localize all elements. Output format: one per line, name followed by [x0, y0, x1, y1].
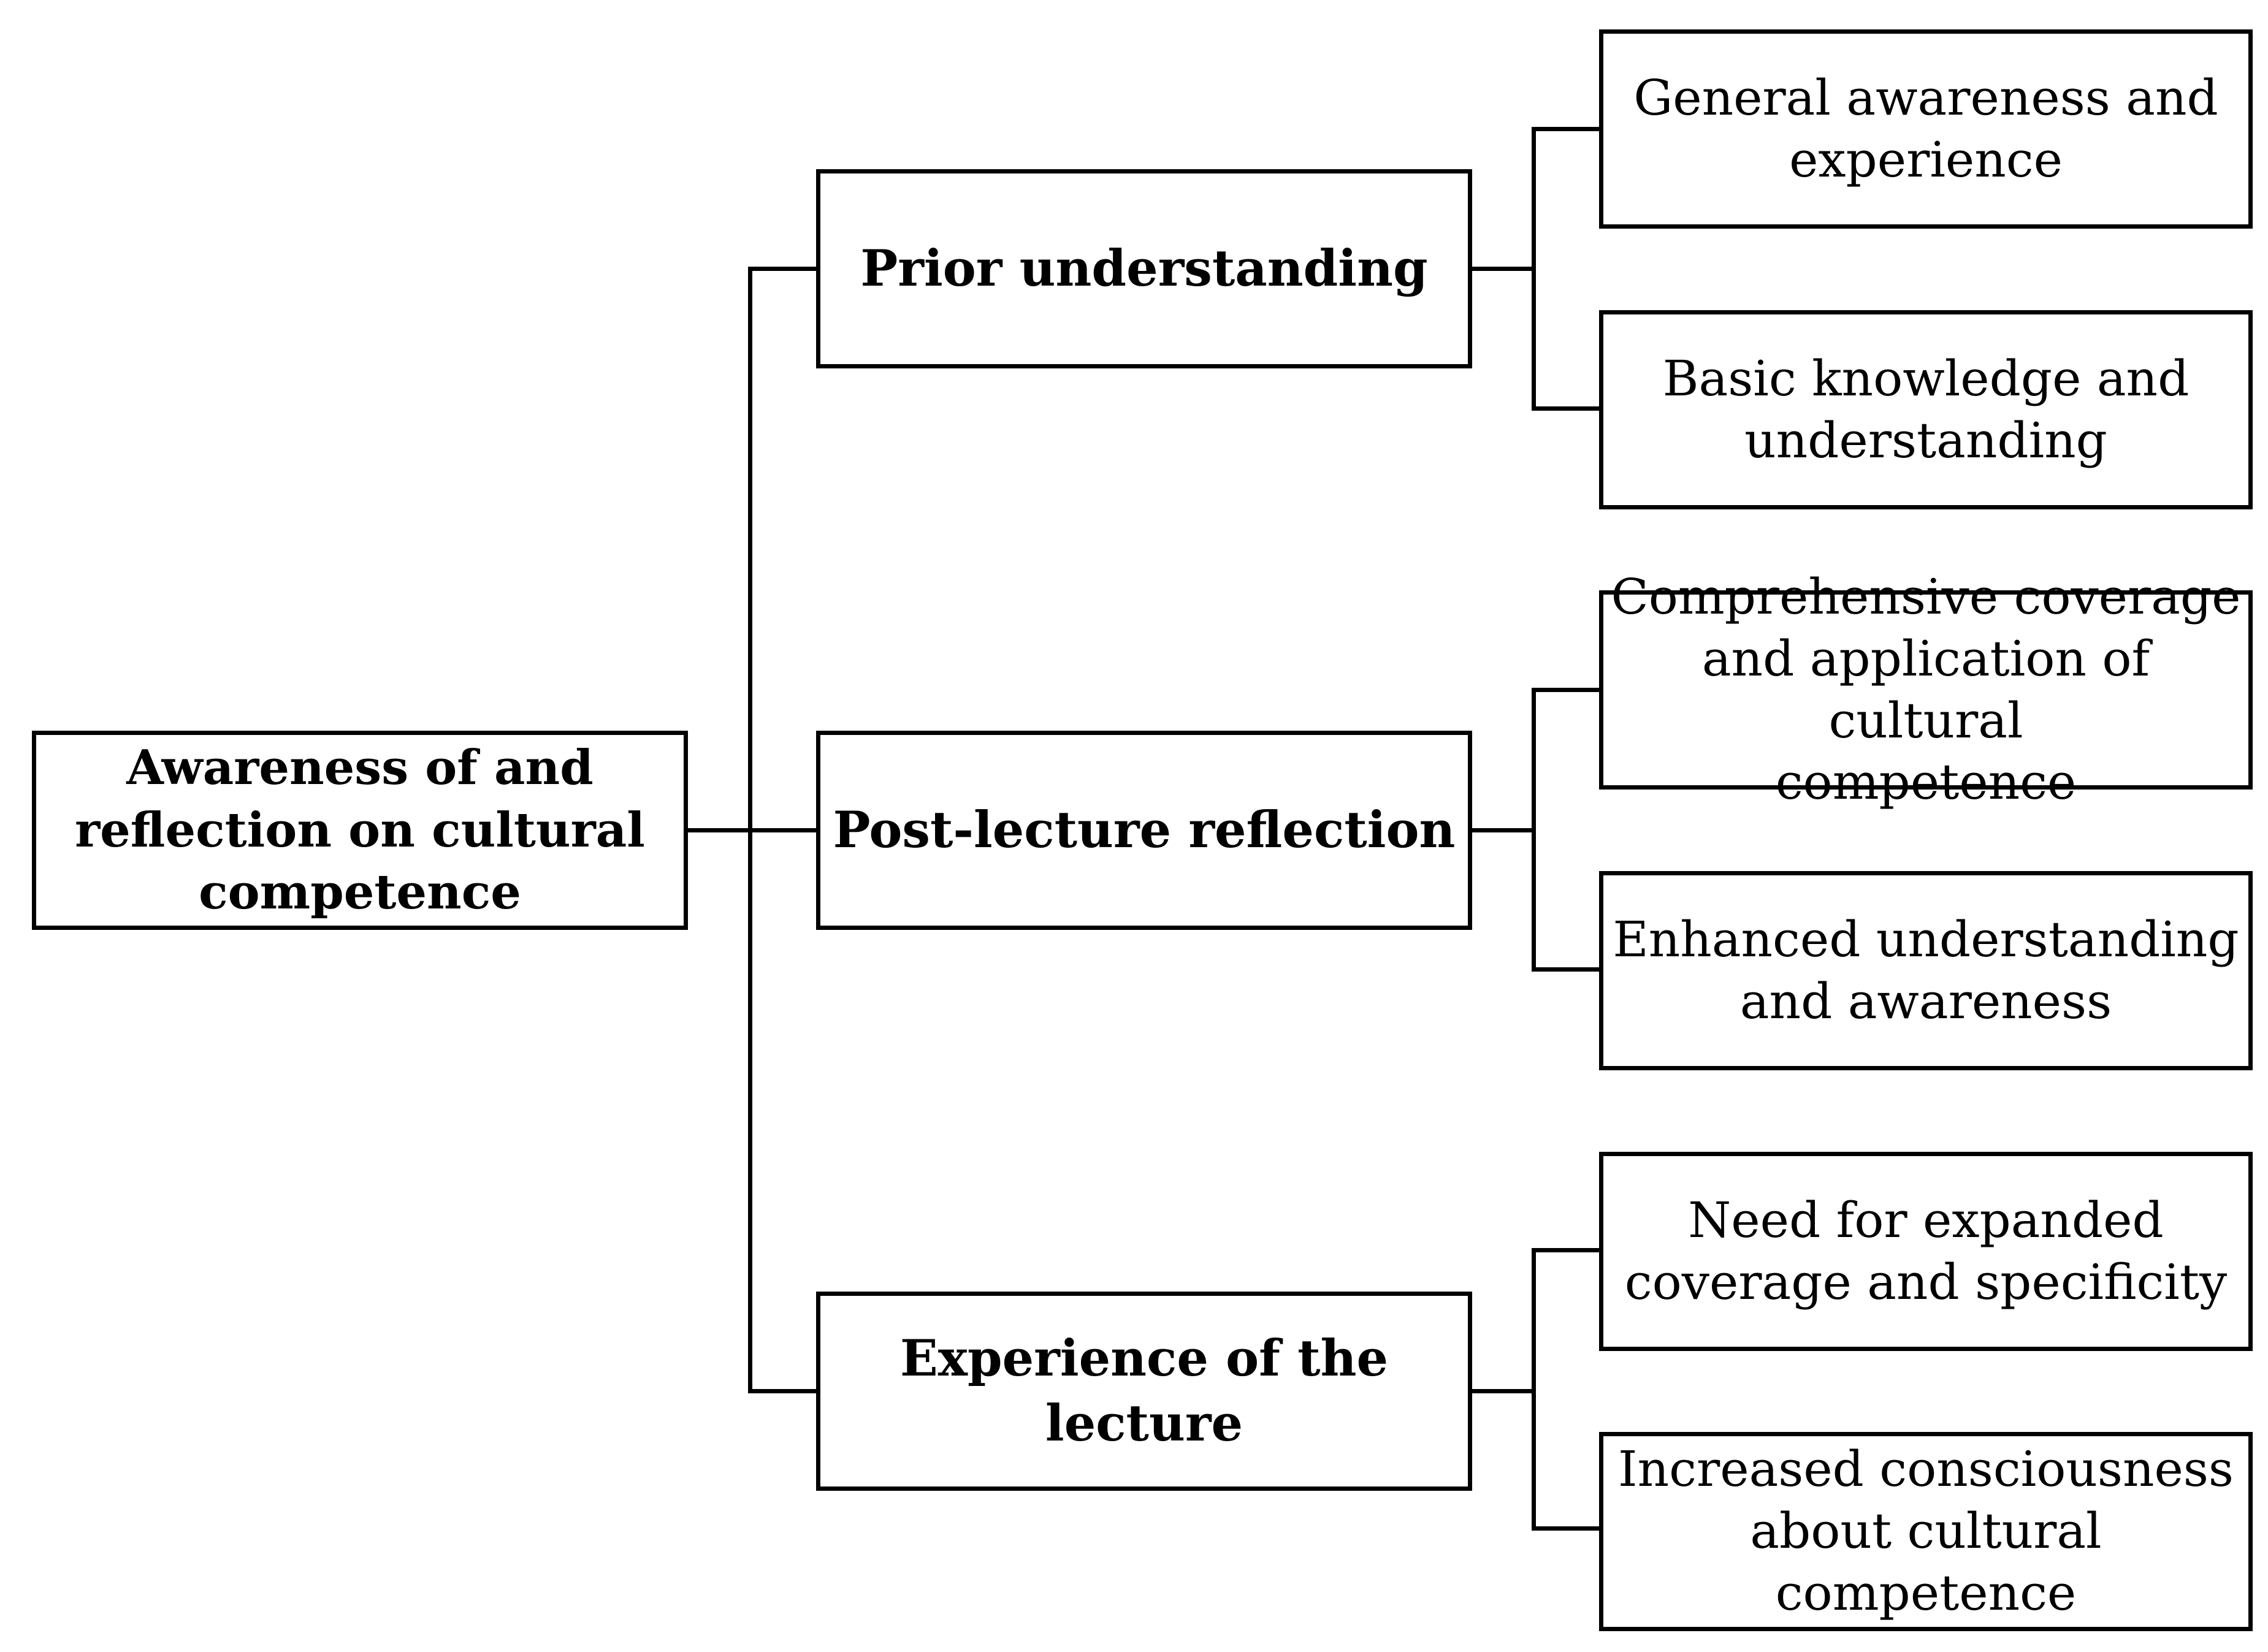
- connector-post-leaf-1: [1532, 688, 1599, 692]
- connector-experience-leaf-2: [1532, 1526, 1599, 1531]
- subtheme-box-enhanced-understanding: Enhanced understanding and awareness: [1599, 871, 2253, 1070]
- subtheme-box-basic-knowledge: Basic knowledge and understanding: [1599, 310, 2253, 509]
- connector-experience-stub: [1472, 1389, 1536, 1393]
- connector-post-stub: [1472, 828, 1536, 832]
- connector-prior-leaf-1: [1532, 127, 1599, 131]
- connector-post-leaf-2: [1532, 967, 1599, 972]
- theme-box-prior-understanding: Prior understanding: [816, 169, 1472, 368]
- connector-branch-experience: [748, 1389, 816, 1393]
- connector-prior-leaf-2: [1532, 406, 1599, 411]
- connector-experience-vertical: [1532, 1248, 1536, 1531]
- connector-prior-stub: [1472, 267, 1536, 271]
- connector-prior-vertical: [1532, 127, 1536, 411]
- connector-branch-post: [748, 828, 816, 832]
- root-theme-box: Awareness of and reflection on cultural …: [32, 731, 688, 930]
- theme-box-experience-of-lecture: Experience of the lecture: [816, 1292, 1472, 1491]
- connector-root-horizontal: [688, 828, 752, 832]
- theme-box-post-lecture-reflection: Post-lecture reflection: [816, 731, 1472, 930]
- subtheme-box-comprehensive-coverage: Comprehensive coverage and application o…: [1599, 568, 2253, 810]
- subtheme-box-increased-consciousness: Increased consciousness about cultural c…: [1599, 1432, 2253, 1631]
- connector-post-vertical: [1532, 688, 1536, 972]
- connector-experience-leaf-1: [1532, 1248, 1599, 1252]
- subtheme-box-need-expanded-coverage: Need for expanded coverage and specifici…: [1599, 1152, 2253, 1351]
- subtheme-box-general-awareness: General awareness and experience: [1599, 29, 2253, 229]
- connector-branch-prior: [748, 267, 816, 271]
